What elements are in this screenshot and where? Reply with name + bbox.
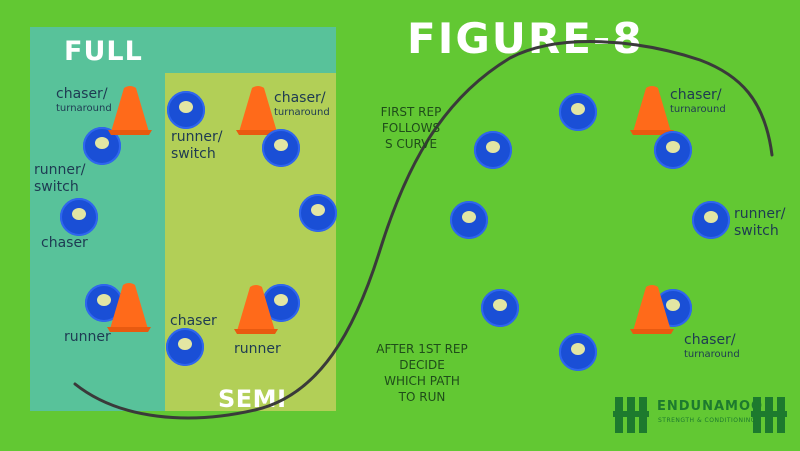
dome-marker-icon xyxy=(449,200,489,240)
dome-marker-icon xyxy=(480,288,520,328)
after-rep-note: AFTER 1ST REP DECIDE WHICH PATH TO RUN xyxy=(364,341,480,405)
chaser-turnaround-label: chaser/ turnaround xyxy=(56,86,112,115)
runner-label: runner xyxy=(234,341,281,357)
dome-marker-icon xyxy=(691,200,731,240)
endunamoo-logo-icon xyxy=(613,397,787,433)
semi-zone-title: SEMI xyxy=(218,385,287,413)
note-line: TO RUN xyxy=(398,390,446,404)
traffic-cone-icon xyxy=(630,86,674,135)
note-line: S CURVE xyxy=(384,137,438,151)
traffic-cone-icon xyxy=(108,86,152,135)
turnaround-label-text: turnaround xyxy=(56,103,112,114)
dome-marker-icon xyxy=(558,92,598,132)
first-rep-note: FIRST REP FOLLOWS S CURVE xyxy=(366,104,456,152)
note-line: FOLLOWS xyxy=(381,121,441,135)
turnaround-label-text: turnaround xyxy=(274,107,330,118)
dome-marker-icon xyxy=(558,332,598,372)
turnaround-label-text: turnaround xyxy=(684,349,740,360)
switch-label-text: switch xyxy=(734,223,779,239)
note-line: DECIDE xyxy=(399,358,445,372)
runner-label-text: runner/ xyxy=(734,206,786,222)
dome-marker-icon xyxy=(59,197,99,237)
chaser-label-text: chaser/ xyxy=(56,86,108,102)
logo-name: ENDUNAMOO xyxy=(657,399,764,414)
switch-label-text: switch xyxy=(34,179,79,195)
runner-switch-label: runner/ switch xyxy=(34,162,85,196)
runner-label-text: runner/ xyxy=(171,129,223,145)
note-line: WHICH PATH xyxy=(384,374,460,388)
chaser-label-text: chaser/ xyxy=(670,87,722,103)
logo-tagline: STRENGTH & CONDITIONING xyxy=(658,417,756,424)
runner-label-text: runner/ xyxy=(34,162,86,178)
chaser-label-text: chaser/ xyxy=(274,90,326,106)
chaser-turnaround-label: chaser/ turnaround xyxy=(684,332,740,361)
dome-marker-icon xyxy=(165,327,205,367)
note-line: FIRST REP xyxy=(380,105,442,119)
runner-label: runner xyxy=(64,329,111,345)
chaser-turnaround-label: chaser/ turnaround xyxy=(274,90,330,119)
figure-8-title: FIGURE-8 xyxy=(407,14,644,63)
chaser-label: chaser xyxy=(41,235,88,251)
dome-marker-icon xyxy=(261,128,301,168)
dome-marker-icon xyxy=(166,90,206,130)
runner-switch-label: runner/ switch xyxy=(734,206,785,240)
full-zone-title: FULL xyxy=(64,36,143,67)
dome-marker-icon xyxy=(473,130,513,170)
chaser-label-text: chaser/ xyxy=(684,332,736,348)
s-curve-path xyxy=(73,40,774,420)
dome-marker-icon xyxy=(298,193,338,233)
dome-marker-icon xyxy=(653,130,693,170)
runner-switch-label: runner/ switch xyxy=(171,129,222,163)
switch-label-text: switch xyxy=(171,146,216,162)
chaser-turnaround-label: chaser/ turnaround xyxy=(670,87,726,116)
chaser-label: chaser xyxy=(170,313,217,329)
note-line: AFTER 1ST REP xyxy=(376,342,468,356)
turnaround-label-text: turnaround xyxy=(670,104,726,115)
endunamoo-logo: ENDUNAMOO STRENGTH & CONDITIONING xyxy=(613,393,793,437)
